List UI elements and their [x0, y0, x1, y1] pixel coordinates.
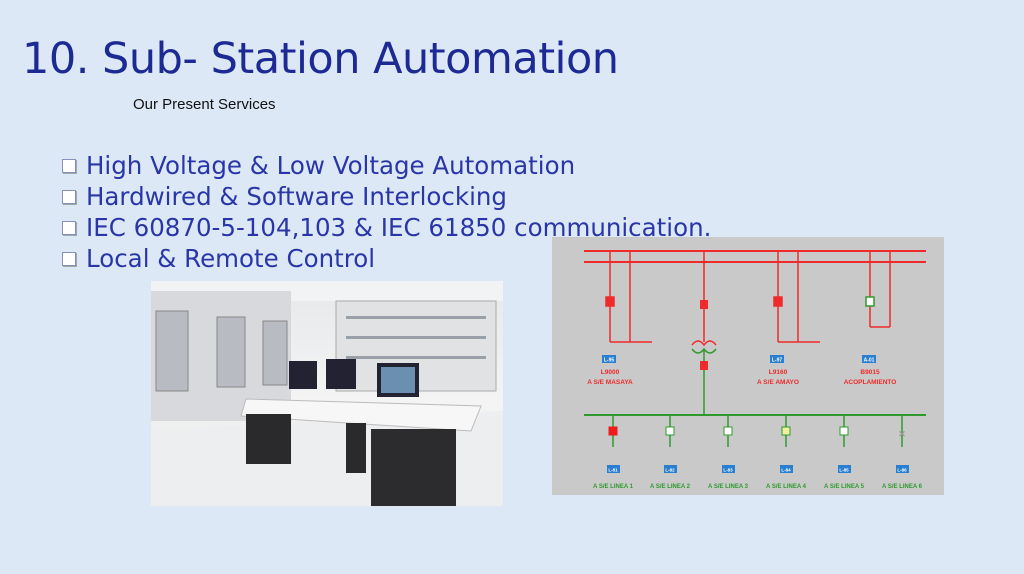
feeder-tag: L-85 [839, 468, 849, 473]
feeder-destination: A S/E LINEA 4 [766, 484, 807, 490]
slide-subtitle: Our Present Services [133, 96, 276, 113]
breaker-unknown-icon: ✕ [898, 429, 906, 439]
control-room-photo [151, 281, 503, 506]
feeder-destination: A S/E AMAYO [757, 379, 799, 386]
feeder-tag: L-82 [665, 468, 675, 473]
feeder-name: L9000 [601, 369, 620, 376]
tag-badge [770, 355, 784, 363]
services-list: High Voltage & Low Voltage Automation Ha… [62, 150, 711, 274]
tag-badge [602, 355, 616, 363]
checkbox-bullet-icon [62, 221, 76, 235]
feeder-tag: L-83 [723, 468, 733, 473]
breaker-icon [700, 361, 708, 370]
tag-badge [722, 465, 735, 473]
checkbox-bullet-icon [62, 190, 76, 204]
list-item: Local & Remote Control [62, 243, 711, 274]
tag-badge [607, 465, 620, 473]
feeder-name: B9015 [860, 369, 880, 376]
feeder-destination: A S/E LINEA 6 [882, 484, 923, 490]
breaker-icon [605, 296, 615, 307]
feeder-tag: A-01 [864, 358, 875, 364]
feeder-destination: A S/E LINEA 2 [650, 484, 691, 490]
feeder-tag: L-84 [781, 468, 791, 473]
list-item: Hardwired & Software Interlocking [62, 181, 711, 212]
tag-badge [780, 465, 793, 473]
feeder-tag: L-95 [604, 358, 615, 364]
feeder-tag: L-97 [772, 358, 783, 364]
transformer-icon [691, 340, 717, 347]
feeder-destination: A S/E LINEA 3 [708, 484, 749, 490]
breaker-icon [723, 426, 733, 436]
feeder-destination: A S/E LINEA 5 [824, 484, 865, 490]
breaker-icon [865, 296, 875, 307]
feeder-destination: A S/E MASAYA [587, 379, 633, 386]
feeder-tag: L-86 [897, 468, 907, 473]
tag-badge [838, 465, 851, 473]
tag-badge [862, 355, 876, 363]
breaker-icon [608, 426, 618, 436]
breaker-icon [700, 300, 708, 309]
tag-badge [664, 465, 677, 473]
breaker-icon [781, 426, 791, 436]
breaker-icon [839, 426, 849, 436]
feeder-tag: L-81 [608, 468, 618, 473]
list-item: High Voltage & Low Voltage Automation [62, 150, 711, 181]
breaker-icon [773, 296, 783, 307]
checkbox-bullet-icon [62, 252, 76, 266]
slide-title: 10. Sub- Station Automation [22, 34, 619, 84]
tag-badge [896, 465, 909, 473]
feeder-name: L9160 [769, 369, 788, 376]
feeder-destination: A S/E LINEA 1 [593, 484, 634, 490]
feeder-destination: ACOPLAMIENTO [844, 379, 897, 386]
checkbox-bullet-icon [62, 159, 76, 173]
breaker-icon [665, 426, 675, 436]
